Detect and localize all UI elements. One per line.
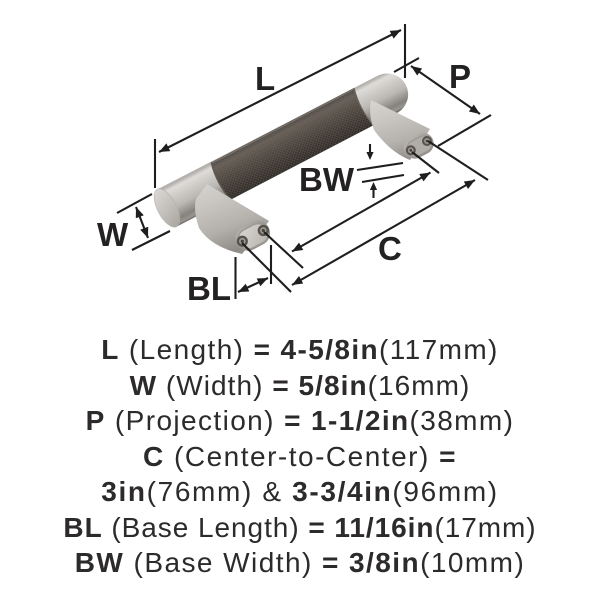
svg-text:BL: BL (187, 270, 231, 307)
svg-text:BW: BW (299, 161, 355, 198)
svg-text:P: P (449, 58, 471, 95)
svg-text:L: L (255, 60, 275, 97)
svg-text:C: C (378, 230, 402, 267)
svg-text:W: W (97, 216, 129, 253)
